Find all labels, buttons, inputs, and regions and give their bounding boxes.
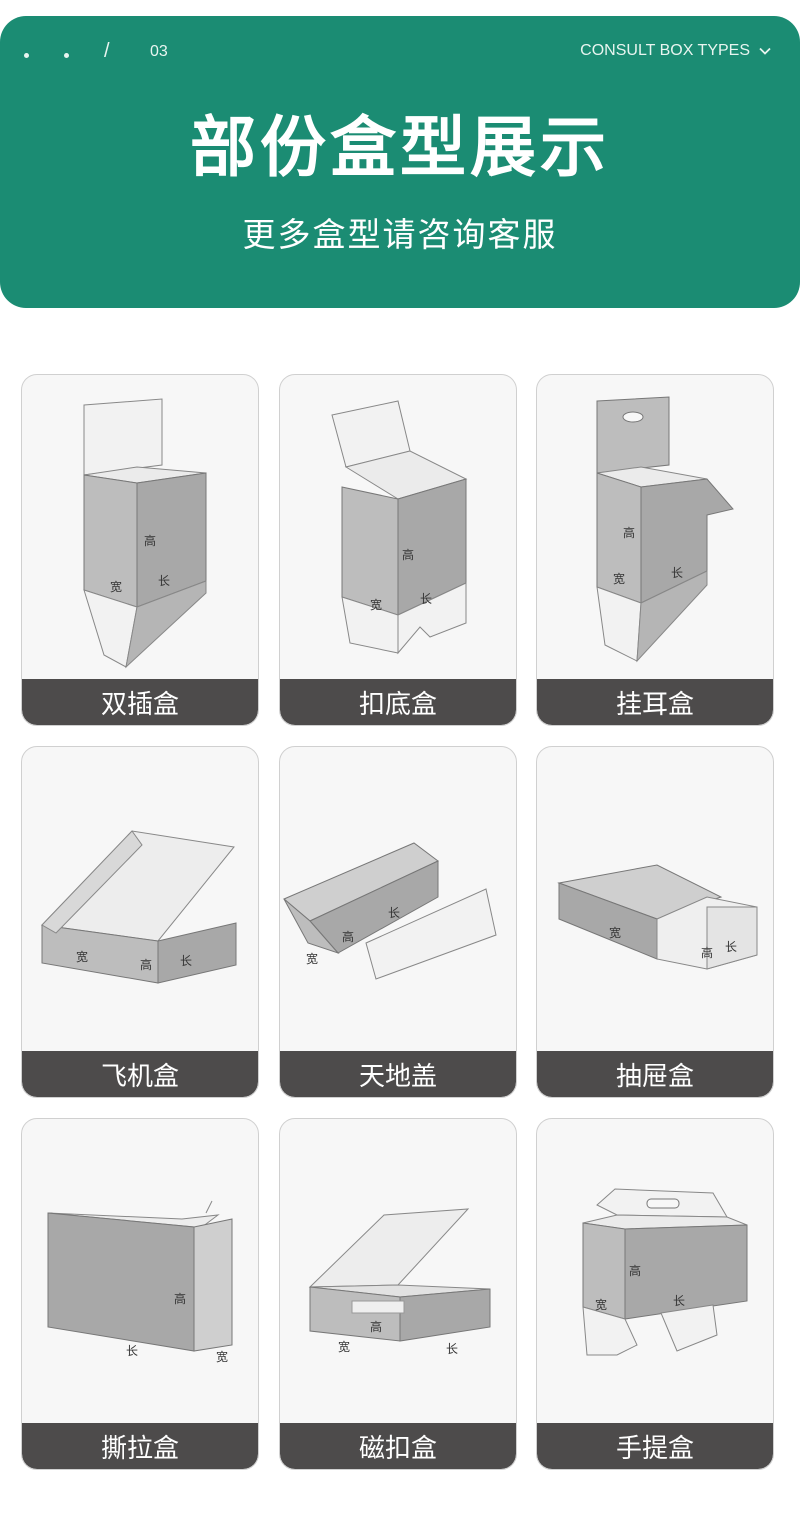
- length-mark: 长: [671, 566, 683, 580]
- length-mark: 长: [446, 1342, 458, 1356]
- height-mark: 高: [402, 547, 414, 562]
- lock-bottom-box-icon: 高 宽 长: [331, 400, 468, 655]
- width-mark: 宽: [216, 1349, 228, 1364]
- box-label: 手提盒: [537, 1423, 773, 1469]
- box-card-hang-tab[interactable]: 高 宽 长 挂耳盒: [536, 374, 774, 726]
- height-mark: 高: [174, 1291, 186, 1306]
- width-mark: 宽: [609, 925, 621, 940]
- box-card-double-tuck[interactable]: 高 宽 长 双插盒: [21, 374, 259, 726]
- box-card-magnetic[interactable]: 高 宽 长 磁扣盒: [279, 1118, 517, 1470]
- page-number: 03: [150, 43, 168, 60]
- lid-base-box-icon: 长 高 宽: [283, 842, 497, 980]
- page-title: 部份盒型展示: [190, 109, 610, 186]
- chevron-down-icon: [759, 47, 771, 55]
- width-mark: 宽: [338, 1339, 350, 1354]
- length-mark: 长: [420, 592, 432, 606]
- box-card-tear-strip[interactable]: 高 长 宽 撕拉盒: [21, 1118, 259, 1470]
- separator-slash: /: [104, 40, 110, 62]
- tear-strip-box-icon: 高 长 宽: [47, 1200, 233, 1364]
- drawer-box-icon: 宽 高 长: [557, 864, 758, 970]
- width-mark: 宽: [76, 949, 88, 964]
- double-tuck-box-icon: 高 宽 长: [83, 398, 207, 669]
- height-mark: 高: [701, 945, 713, 960]
- box-label: 磁扣盒: [280, 1423, 516, 1469]
- box-label: 飞机盒: [22, 1051, 258, 1097]
- box-card-handle[interactable]: 高 宽 长 手提盒: [536, 1118, 774, 1470]
- box-card-mailer[interactable]: 宽 高 长 飞机盒: [21, 746, 259, 1098]
- height-mark: 高: [370, 1319, 382, 1334]
- magnetic-box-icon: 高 宽 长: [308, 1208, 491, 1356]
- width-mark: 宽: [306, 951, 318, 966]
- box-label: 挂耳盒: [537, 679, 773, 725]
- consult-label: CONSULT BOX TYPES: [580, 42, 750, 59]
- box-label: 抽屉盒: [537, 1051, 773, 1097]
- hang-tab-box-icon: 高 宽 长: [596, 396, 734, 663]
- mailer-box-icon: 宽 高 长: [40, 830, 237, 984]
- box-label: 扣底盒: [280, 679, 516, 725]
- height-mark: 高: [623, 525, 635, 540]
- height-mark: 高: [144, 533, 156, 548]
- box-card-lid-base[interactable]: 长 高 宽 天地盖: [279, 746, 517, 1098]
- height-mark: 高: [629, 1263, 641, 1278]
- length-mark: 长: [180, 954, 192, 968]
- width-mark: 宽: [110, 579, 122, 594]
- pager-dot: [24, 53, 29, 58]
- height-mark: 高: [140, 957, 152, 972]
- box-label: 双插盒: [22, 679, 258, 725]
- box-label: 天地盖: [280, 1051, 516, 1097]
- handle-box-icon: 高 宽 长: [582, 1188, 748, 1356]
- length-mark: 长: [725, 940, 737, 954]
- length-mark: 长: [126, 1344, 138, 1358]
- box-card-lock-bottom[interactable]: 高 宽 长 扣底盒: [279, 374, 517, 726]
- page-subtitle: 更多盒型请咨询客服: [242, 215, 558, 254]
- length-mark: 长: [388, 906, 400, 920]
- header-banner: / 03 CONSULT BOX TYPES 部份盒型展示 更多盒型请咨询客服: [0, 16, 800, 308]
- consult-box-types-link[interactable]: CONSULT BOX TYPES: [580, 42, 772, 60]
- box-card-drawer[interactable]: 宽 高 长 抽屉盒: [536, 746, 774, 1098]
- box-label: 撕拉盒: [22, 1423, 258, 1469]
- width-mark: 宽: [613, 571, 625, 586]
- length-mark: 长: [158, 574, 170, 588]
- height-mark: 高: [342, 929, 354, 944]
- length-mark: 长: [673, 1294, 685, 1308]
- pager-dot: [64, 53, 69, 58]
- width-mark: 宽: [595, 1297, 607, 1312]
- width-mark: 宽: [370, 597, 382, 612]
